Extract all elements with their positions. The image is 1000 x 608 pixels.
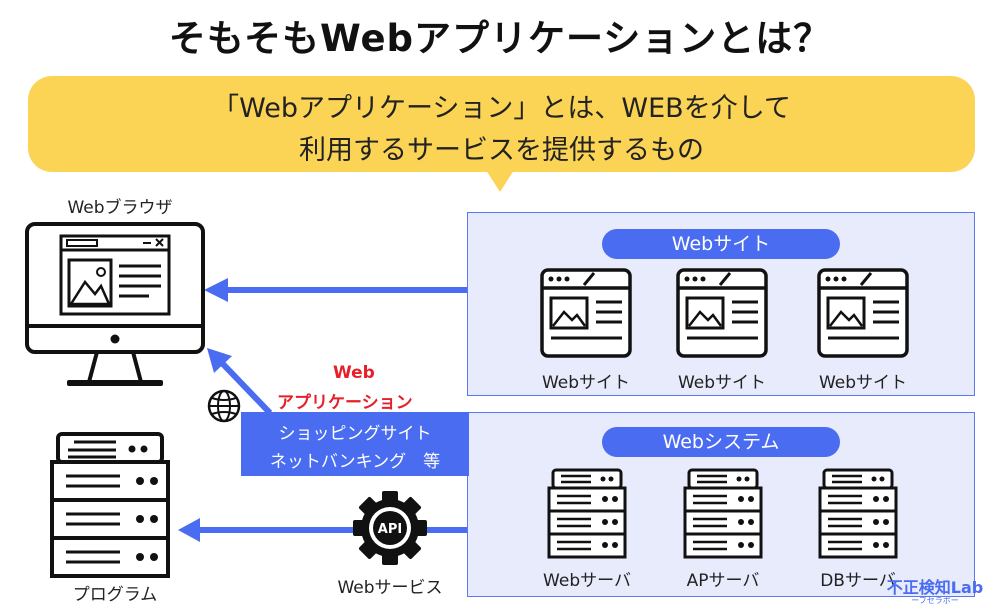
arrow-webapp-to-browser	[219, 360, 273, 416]
monitor-icon	[25, 222, 205, 386]
web-app-label-web: Web	[333, 363, 375, 383]
website-icon-2	[676, 268, 768, 358]
definition-line-1: 「Webアプリケーション」とは、WEBを介して	[212, 93, 791, 124]
web-app-examples-band: ショッピングサイト ネットバンキング 等	[241, 412, 469, 476]
ap-server-icon	[683, 468, 763, 559]
web-server-label: Webサーバ	[543, 571, 631, 591]
arrow-head-browser	[204, 278, 228, 302]
db-server-icon	[818, 468, 898, 559]
bubble-tail	[486, 170, 514, 192]
website-group-title: Webサイト	[602, 229, 840, 259]
web-app-example-banking: ネットバンキング 等	[269, 452, 441, 472]
api-text: API	[378, 522, 402, 537]
brand-logo: 不正検知Lab ーフセラボー	[885, 578, 985, 606]
program-label: プログラム	[72, 585, 158, 605]
definition-line-2: 利用するサービスを提供するもの	[299, 135, 704, 166]
web-service-label: Webサービス	[337, 578, 443, 598]
definition-bubble	[28, 76, 975, 172]
web-server-icon	[547, 468, 627, 559]
logo-main-text: 不正検知Lab	[886, 578, 984, 597]
arrow-head-webapp	[207, 348, 232, 373]
website-icon-1	[540, 268, 632, 358]
ap-server-label: APサーバ	[686, 571, 760, 591]
website-label-1: Webサイト	[541, 373, 631, 393]
api-gear-icon: API	[353, 491, 427, 565]
website-icon-3	[817, 268, 909, 358]
logo-sub-text: ーフセラボー	[911, 596, 959, 605]
browser-label: Webブラウザ	[67, 198, 173, 218]
website-label-3: Webサイト	[818, 373, 908, 393]
websystem-group-title: Webシステム	[602, 427, 840, 457]
arrow-head-program	[178, 518, 200, 542]
db-server-label: DBサーバ	[820, 571, 896, 591]
web-app-example-shopping: ショッピングサイト	[278, 424, 432, 444]
page-title: そもそもWebアプリケーションとは？	[168, 17, 832, 60]
website-label-2: Webサイト	[677, 373, 767, 393]
web-app-label-application: アプリケーション	[277, 393, 413, 413]
globe-icon	[207, 389, 241, 423]
server-stack-icon	[50, 432, 170, 578]
